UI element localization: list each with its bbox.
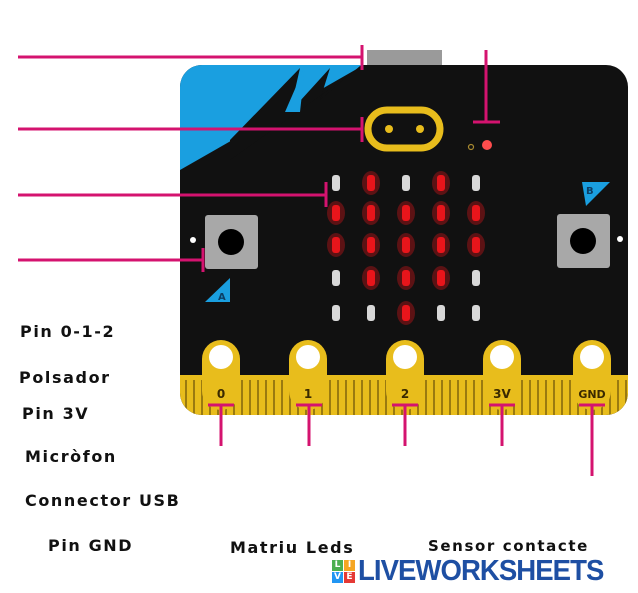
pin-label: 2 [401,387,409,401]
pin-label: 1 [304,387,312,401]
led-off [472,175,480,191]
label-microfon[interactable]: Micròfon [25,447,117,466]
led-on [472,205,480,221]
pointer-lines [18,45,605,476]
led-on [437,175,445,191]
led-off [437,305,445,321]
led-on [332,205,340,221]
pin-2[interactable]: 2 [386,340,424,410]
led-off [472,270,480,286]
label-pin-gnd[interactable]: Pin GND [48,536,134,555]
pin-3v[interactable]: 3V [483,340,521,410]
pointer-button [18,248,205,272]
led-off [367,305,375,321]
label-pin-3v[interactable]: Pin 3V [22,404,90,423]
led-on [402,237,410,253]
pin-label: GND [578,388,605,401]
pointer-pin3v [489,403,515,446]
pointer-leds [18,182,328,207]
pointer-microphone [473,50,500,124]
led-off [472,305,480,321]
button-a-marker [205,278,230,302]
microphone-hole [467,143,475,151]
led-on [402,305,410,321]
led-on [437,237,445,253]
pointer-pin0 [208,403,234,446]
label-polsador[interactable]: Polsador [19,368,111,387]
led-off [332,305,340,321]
label-sensor-contacte[interactable]: Sensor contacte [428,537,589,555]
logo-touch-sensor [364,106,444,152]
led-on [367,175,375,191]
led-off [332,175,340,191]
led-on [367,237,375,253]
led-on [367,270,375,286]
led-on [367,205,375,221]
button-b-label: B [586,186,594,197]
button-b-marker [582,182,610,206]
logo-letter: E [344,572,355,583]
led-on [332,237,340,253]
led-on [437,205,445,221]
pointer-usb [18,45,364,70]
label-pin-0-1-2[interactable]: Pin 0-1-2 [20,322,116,341]
logo-text: LIVEWORKSHEETS [358,555,604,587]
led-on [472,237,480,253]
button-a[interactable] [205,215,258,269]
label-connector-usb[interactable]: Connector USB [25,491,181,510]
led-matrix [327,171,485,325]
led-on [437,270,445,286]
logo-icon: L I V E [332,560,355,583]
logo-letter: L [332,560,343,571]
label-matriu-leds[interactable]: Matriu Leds [230,538,355,557]
pointer-pin2 [392,403,418,446]
logo-letter: V [332,572,343,583]
logo-letter: I [344,560,355,571]
led-on [402,270,410,286]
pointer-logo [18,117,364,142]
microphone-led [482,140,492,150]
button-a-label: A [218,292,226,303]
pointer-pin1 [296,403,322,446]
button-b[interactable] [557,214,610,268]
liveworksheets-logo: L I V E LIVEWORKSHEETS [332,555,616,588]
pin-1[interactable]: 1 [289,340,327,410]
led-off [332,270,340,286]
led-on [402,205,410,221]
pointer-gnd [579,403,605,476]
led-off [402,175,410,191]
pin-gnd[interactable]: GND [573,340,611,410]
pin-label: 0 [217,387,225,401]
pin-label: 3V [493,387,511,401]
pin-0[interactable]: 0 [202,340,240,410]
